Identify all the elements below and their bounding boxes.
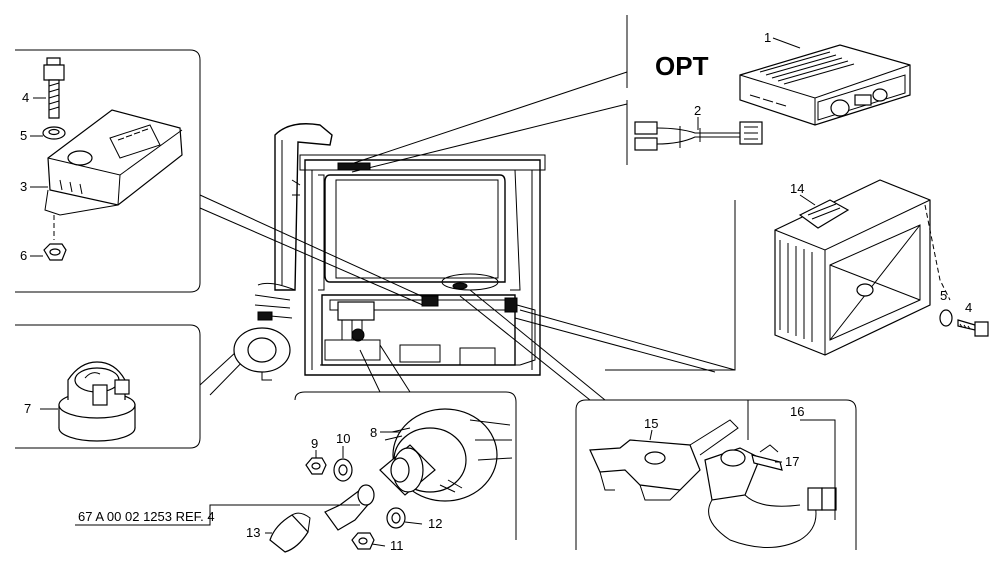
callout-16: 16 [790,404,804,419]
callout-14: 14 [790,181,804,196]
callout-12: 12 [428,516,442,531]
callout-8: 8 [370,425,377,440]
callout-3: 3 [20,179,27,194]
callout-5b: 5 [940,288,947,303]
cab-assembly [233,123,546,381]
control-unit-14-group [774,179,989,356]
ignition-group [589,400,837,548]
callout-9: 9 [311,436,318,451]
callout-15: 15 [644,416,658,431]
callout-4b: 4 [965,300,972,315]
callout-13: 13 [246,525,260,540]
switch-7-group [40,361,136,442]
callout-2: 2 [694,103,701,118]
harness-2-group [634,117,763,151]
callout-17: 17 [785,454,799,469]
reference-note-group [75,504,360,526]
reference-note: 67 A 00 02 1253 REF. 4 [78,509,215,524]
callout-4: 4 [22,90,29,105]
callout-1: 1 [764,30,771,45]
callout-11: 11 [390,538,404,553]
callout-6: 6 [20,248,27,263]
callout-10: 10 [336,431,350,446]
callout-labels: 1 2 3 4 5 6 7 8 9 10 11 12 13 14 5 4 15 … [20,30,972,553]
opt-label: OPT [655,51,709,81]
callout-5: 5 [20,128,27,143]
socket-group [265,408,513,553]
relay-box-group [30,57,183,261]
callout-7: 7 [24,401,31,416]
radio-1-group [739,37,911,126]
